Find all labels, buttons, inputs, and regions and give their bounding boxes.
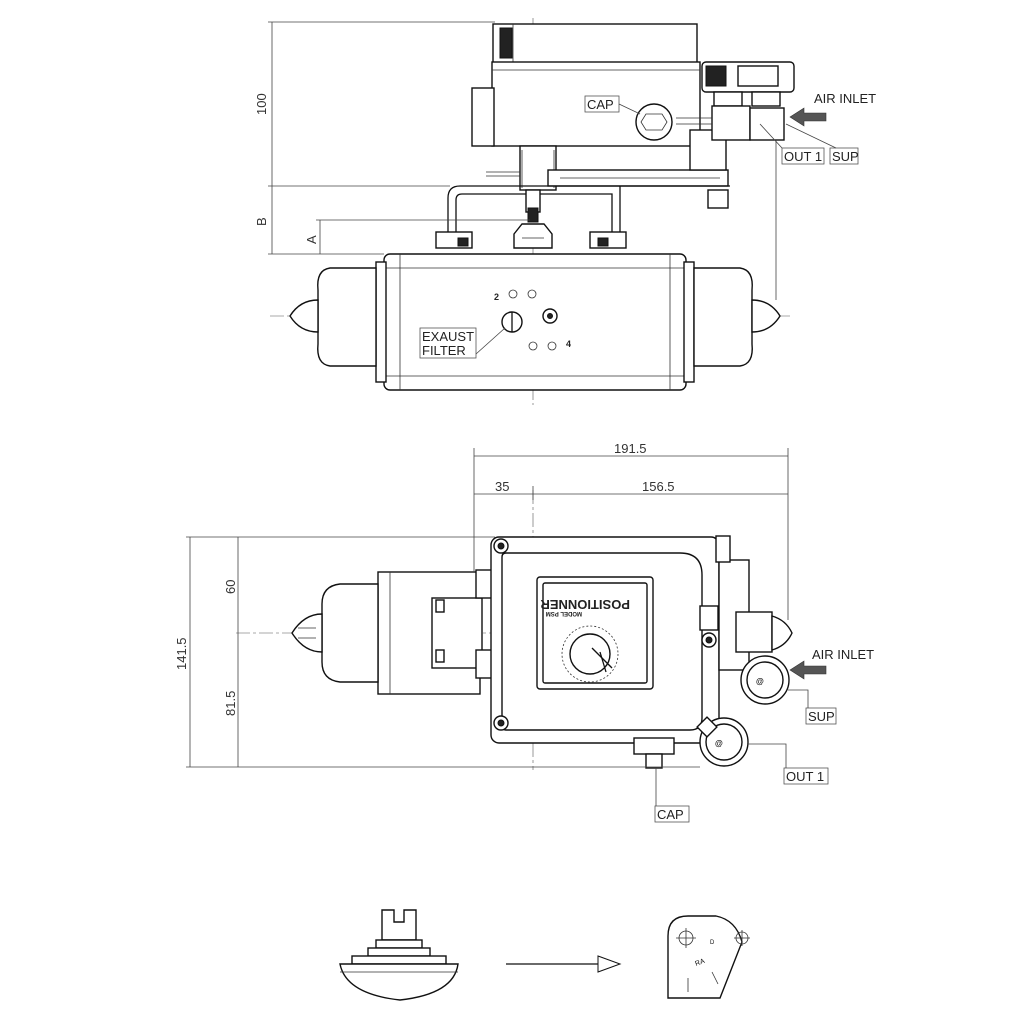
- shaft-end-detail: [339, 909, 459, 1001]
- output-gauge: @: [696, 716, 749, 767]
- out1-label-box-plan: [783, 767, 829, 785]
- dim-191-5-label: 191.5: [614, 441, 647, 456]
- shaft-coupling: [513, 189, 553, 249]
- out1-label-box-top: [781, 147, 825, 165]
- sup-label-box-top: [829, 147, 859, 165]
- port-hole: [508, 289, 518, 299]
- svg-text:@: @: [715, 739, 723, 748]
- adjust-knob: [569, 633, 611, 675]
- supply-gauge: @: [740, 655, 790, 705]
- cap-label-plan: CAP: [657, 807, 684, 822]
- air-inlet-label-top: AIR INLET: [814, 91, 876, 106]
- dim-60-label: 60: [223, 580, 238, 594]
- dim-81-5-label: 81.5: [223, 691, 238, 716]
- out1-label-plan: OUT 1: [786, 769, 824, 784]
- dim-141-5-label: 141.5: [174, 637, 189, 670]
- air-inlet-arrow-plan: [789, 660, 827, 680]
- positioner-housing: [471, 23, 729, 209]
- d-label: D: [710, 940, 715, 946]
- ra-label: RA: [694, 958, 706, 968]
- supply-manifold: [676, 61, 795, 141]
- cap-label-box-plan: [654, 805, 690, 823]
- air-inlet-arrow-top: [789, 107, 827, 127]
- exaust-leader: [475, 327, 506, 355]
- filter-label: FILTER: [422, 343, 466, 358]
- dim-100-label: 100: [254, 93, 269, 115]
- sup-label-box-plan: [805, 707, 837, 725]
- positioner-plan-body: [490, 535, 793, 769]
- indicator-cam-detail: RA D: [667, 915, 750, 999]
- port-4-label: 4: [566, 339, 571, 349]
- dim-a-label: A: [304, 235, 319, 244]
- out1-label-top: OUT 1: [784, 149, 822, 164]
- actuator-body: [289, 253, 781, 391]
- sup-label-top: SUP: [832, 149, 859, 164]
- port-hole: [547, 341, 557, 351]
- port-2-label: 2: [494, 292, 499, 302]
- cap-label-top: CAP: [587, 97, 614, 112]
- exaust-label: EXAUST: [422, 329, 474, 344]
- sup-label-plan: SUP: [808, 709, 835, 724]
- cap-fitting-top: [635, 103, 673, 141]
- detail-view: RA D: [339, 909, 750, 1001]
- svg-text:@: @: [756, 677, 764, 686]
- top-view: 2 4 EXAUST FILTER CAP AIR INLET OUT 1 SU…: [254, 18, 876, 405]
- top-dimensions: [268, 21, 777, 300]
- dim-156-5-label: 156.5: [642, 479, 675, 494]
- plan-view: @ @ POSITIONNER MODEL PSM AIR INLET SUP …: [174, 441, 874, 823]
- positionner-label: POSITIONNER: [540, 597, 630, 612]
- plan-dimensions: [186, 448, 789, 768]
- dim-b-label: B: [254, 217, 269, 226]
- exaust-filter-label-box: [419, 327, 477, 359]
- model-label: MODEL PSM: [546, 610, 582, 616]
- actuator-side: [291, 569, 497, 695]
- detail-arrow-head: [597, 955, 622, 973]
- cap-leader-top: [618, 103, 641, 115]
- port-hole: [527, 289, 537, 299]
- air-inlet-label-plan: AIR INLET: [812, 647, 874, 662]
- dim-35-label: 35: [495, 479, 509, 494]
- port-hole: [528, 341, 538, 351]
- scale-dial: [561, 625, 619, 683]
- mounting-bracket: [435, 185, 730, 249]
